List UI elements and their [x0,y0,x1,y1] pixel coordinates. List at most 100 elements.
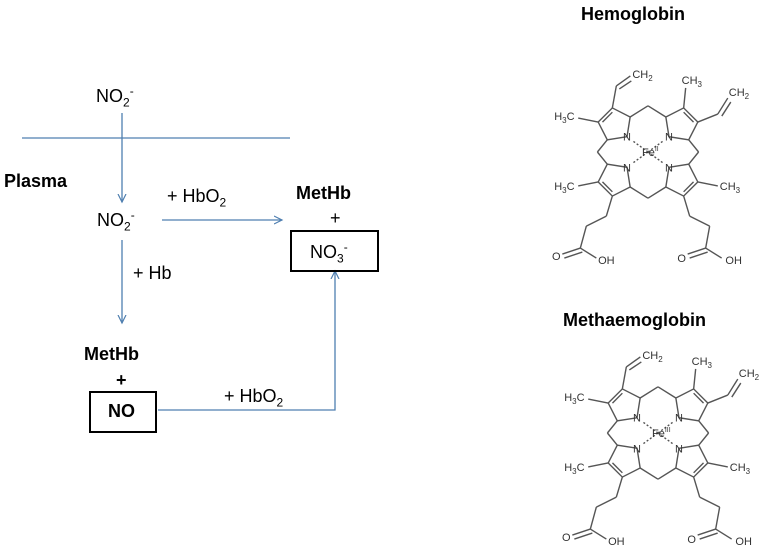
double-bond [601,181,613,193]
hydroxyl-label: OH [608,536,625,548]
methine-bridge [596,151,608,165]
nitrogen-label: N [633,443,641,455]
nitrogen-label: N [623,132,631,144]
arrow-no-to-nitrate [158,271,335,411]
methine-bridge [688,139,700,153]
pyrrole-bottom-left [607,444,641,478]
atom-label: H3C [564,392,584,406]
double-bond [611,392,623,404]
methine-bridge [629,105,649,118]
methine-bridge [639,386,659,399]
propionate-bond [574,532,593,540]
atom-label: CH2 [739,368,760,382]
hbo2-top-label: + HbO2 [167,186,227,210]
nitrogen-label: N [675,443,683,455]
methine-bridge [596,139,608,153]
pyrrole-top-left [607,388,641,422]
hbo2-bottom-label: + HbO2 [224,386,284,410]
coordination-bond [647,151,665,165]
atom-label: CH3 [682,75,703,89]
propionate-bond [699,496,720,508]
iron-label: FeIII [652,427,671,440]
methyl-bond [578,181,599,187]
propionate-bond [579,225,588,249]
nitrogen-label: N [665,162,673,174]
vinyl-bond [707,394,729,404]
methine-bridge [698,432,710,446]
methine-bridge [606,432,618,446]
coordination-bond [641,432,659,446]
oxygen-label: O [687,534,696,546]
vinyl-bond [621,366,628,390]
oxygen-label: O [552,251,561,263]
propionate-bond [689,215,710,227]
hemoglobin-title: Hemoglobin [581,4,685,24]
methine-bridge [647,186,667,199]
methyl-bond [588,462,609,468]
methine-bridge [698,420,710,434]
propionate-bond [705,247,723,259]
atom-label: CH3 [730,462,751,476]
propionate-bond [682,195,691,217]
vinyl-bond [727,378,739,396]
atom-label: H3C [554,111,574,125]
propionate-bond [687,247,706,255]
propionate-bond [589,506,598,530]
atom-label: CH2 [729,87,750,101]
propionate-bond [572,528,591,536]
propionate-bond [579,247,597,259]
hydroxyl-label: OH [598,255,615,267]
nitrogen-label: N [623,162,631,174]
hydroxyl-label: OH [735,536,752,548]
methyl-bond [692,368,697,389]
methyl-bond [578,117,599,123]
pyrrole-bottom-right [665,163,699,197]
methb-bottom-label: MetHb [84,344,139,364]
coordination-bond [631,151,649,165]
methyl-bond [682,87,687,108]
vinyl-bond [625,356,641,368]
double-bond [601,111,613,123]
hydroxyl-label: OH [725,255,742,267]
hb-label: + Hb [133,263,172,283]
no-label: NO [108,401,135,421]
double-bond [683,181,695,193]
coordination-bond [647,139,665,153]
propionate-bond [689,251,708,259]
methine-bridge [606,420,618,434]
propionate-bond [697,528,716,536]
no-box [89,391,157,433]
methine-bridge [657,386,677,399]
methb-top-label: MetHb [296,183,351,203]
propionate-bond [596,496,617,508]
nitrogen-label: N [665,132,673,144]
propionate-bond [605,195,614,217]
methine-bridge [657,467,677,480]
methine-bridge [629,186,649,199]
propionate-bond [615,476,624,498]
coordination-bond [631,139,649,153]
pyrrole-top-right [675,388,709,422]
double-bond [611,462,623,474]
methyl-bond [707,462,728,468]
propionate-bond [699,532,718,540]
propionate-bond [714,506,721,530]
atom-label: H3C [554,181,574,195]
atom-label: CH2 [642,350,663,364]
methine-bridge [688,151,700,165]
propionate-bond [704,225,711,249]
pyrrole-top-left [597,107,631,141]
vinyl-bond [731,382,742,398]
methyl-bond [588,398,609,404]
propionate-bond [589,528,607,540]
propionate-bond [586,215,607,227]
double-bond [693,392,705,404]
plus-top-label: + [330,208,341,228]
mid-nitrite-label: NO2- [97,208,135,234]
double-bond [683,111,695,123]
methyl-bond [697,181,718,187]
methine-bridge [639,467,659,480]
